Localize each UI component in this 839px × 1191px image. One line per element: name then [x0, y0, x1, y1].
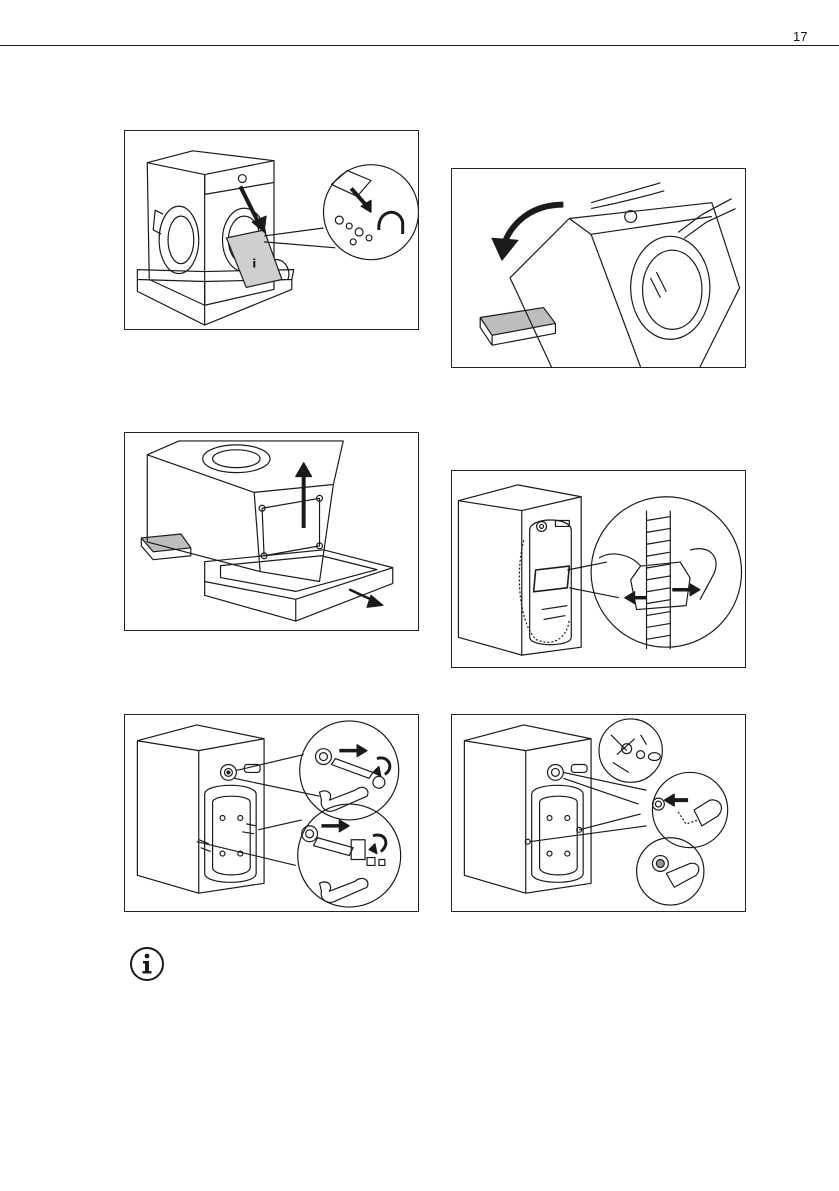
figure-remove-inner-packaging: i	[124, 130, 419, 330]
info-icon	[129, 946, 165, 982]
washer-rear-caps-insert-illustration	[452, 715, 745, 911]
figure-insert-plastic-caps	[451, 714, 746, 912]
header-rule	[0, 45, 839, 46]
figure-remove-base-tray	[124, 432, 419, 631]
washer-rear-hose-clip-illustration	[452, 471, 745, 667]
washer-rear-bolts-spanner-illustration	[125, 715, 418, 911]
svg-text:i: i	[252, 257, 256, 271]
washer-door-open-accessory-bag-illustration: i	[125, 131, 418, 329]
figure-tilt-machine-onto-side	[451, 168, 746, 368]
figure-unclip-power-cable-hose	[451, 470, 746, 668]
washer-tilt-arrow-illustration	[452, 169, 745, 367]
washer-lifted-base-removed-illustration	[125, 433, 418, 630]
page-number: 17	[793, 29, 807, 44]
figure-remove-transit-bolts	[124, 714, 419, 912]
